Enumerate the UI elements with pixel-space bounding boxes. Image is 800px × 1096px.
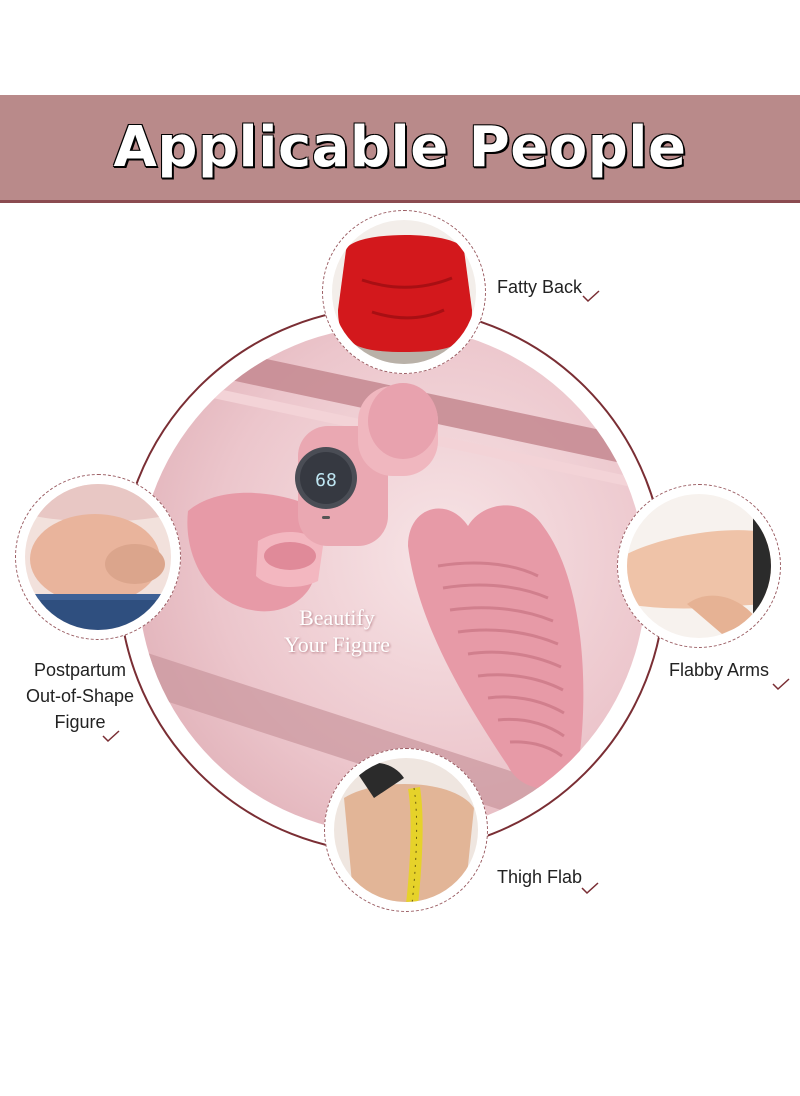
postpartum-label: Postpartum Out-of-Shape Figure bbox=[25, 660, 135, 732]
banner-divider bbox=[0, 200, 800, 203]
thigh-trainer-illustration: 68 bbox=[138, 326, 646, 830]
check-icon bbox=[772, 678, 790, 691]
check-icon bbox=[581, 882, 599, 895]
product-tagline: Beautify Your Figure bbox=[262, 604, 412, 658]
fatty-back-photo bbox=[322, 210, 486, 374]
tagline-line-2: Your Figure bbox=[284, 632, 390, 657]
thigh-flab-photo bbox=[324, 748, 488, 912]
fatty-back-label: Fatty Back bbox=[497, 277, 583, 297]
digital-counter: 68 bbox=[315, 470, 337, 491]
thigh-measuring-tape-image bbox=[344, 762, 474, 902]
red-shirt-back-image bbox=[332, 235, 476, 364]
flabby-arm-image bbox=[627, 514, 771, 634]
header-banner: Applicable People bbox=[0, 95, 800, 200]
thigh-flab-label: Thigh Flab bbox=[497, 867, 583, 887]
postpartum-belly-image bbox=[25, 484, 171, 630]
check-icon bbox=[582, 290, 600, 303]
tagline-line-1: Beautify bbox=[299, 605, 375, 630]
postpartum-photo bbox=[15, 474, 181, 640]
page-title: Applicable People bbox=[113, 115, 687, 180]
flabby-arms-label: Flabby Arms bbox=[669, 660, 770, 680]
flabby-arms-photo bbox=[617, 484, 781, 648]
check-icon bbox=[102, 730, 120, 743]
